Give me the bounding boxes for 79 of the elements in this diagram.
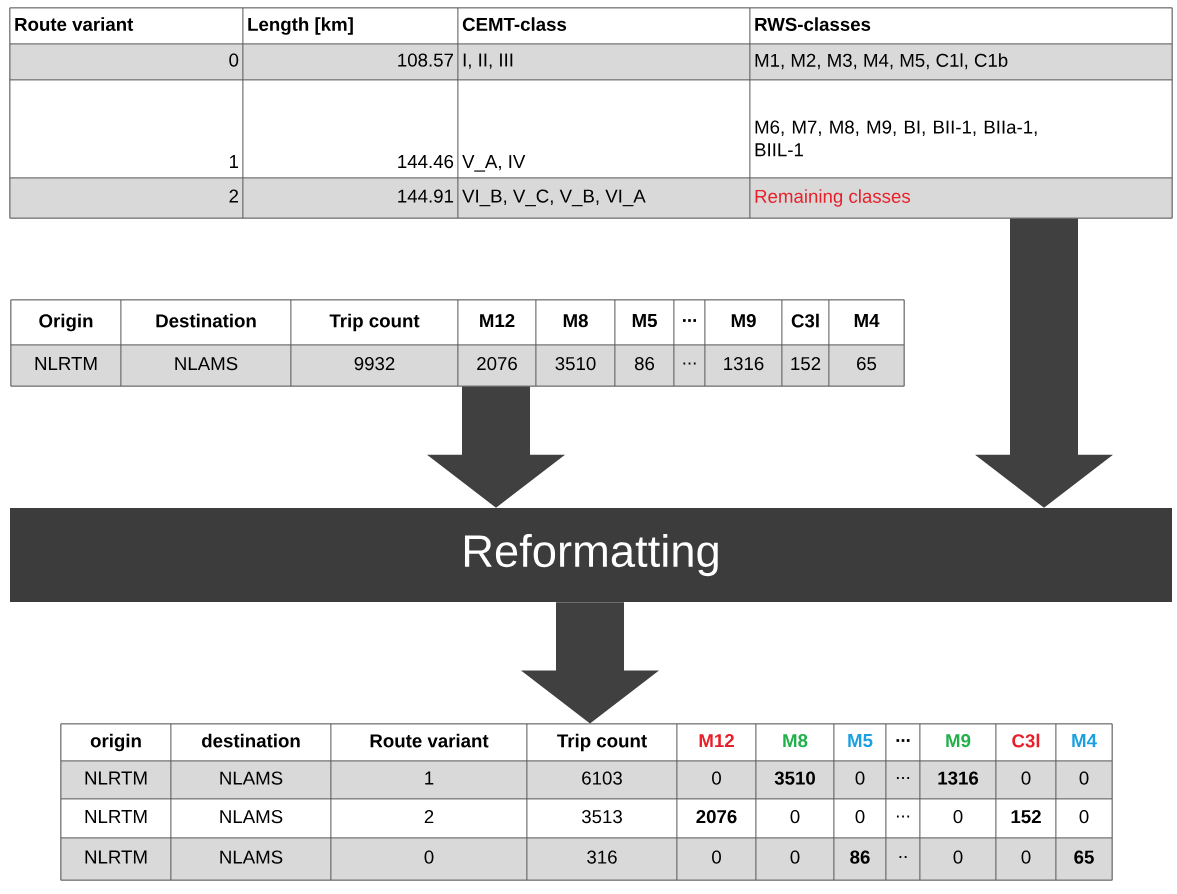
table-cell: NLRTM [60, 837, 172, 881]
header-cell: Length [km] [242, 7, 459, 45]
table-cell: NLAMS [170, 798, 332, 839]
table-cell: 2 [9, 177, 244, 219]
table-cell: 1 [9, 79, 244, 179]
table-cell: 144.91 [242, 177, 459, 219]
table-cell: 0 [330, 837, 528, 881]
table-cell: 0 [833, 798, 887, 839]
data-table [9, 7, 1173, 219]
block-arrow [521, 602, 659, 724]
header-cell: C3l [781, 299, 830, 346]
block-arrow [975, 218, 1113, 508]
header-cell: M5 [833, 723, 887, 762]
header-cell: RWS-classes [749, 7, 1173, 45]
table-cell: 0 [995, 760, 1057, 800]
header-cell: destination [170, 723, 332, 762]
header-cell: M4 [1055, 723, 1113, 762]
header-cell: ... [673, 299, 706, 346]
header-cell: M12 [457, 299, 537, 346]
table-cell: 3510 [755, 760, 835, 800]
header-cell: M12 [676, 723, 757, 762]
table-cell: 2 [330, 798, 528, 839]
table-cell: Remaining classes [749, 177, 1173, 219]
table-cell: 0 [755, 837, 835, 881]
table-cell: V_A, IV [457, 79, 751, 179]
table-cell: .. [885, 837, 921, 881]
table-cell: NLAMS [170, 837, 332, 881]
header-cell: Route variant [9, 7, 244, 45]
data-table [60, 723, 1113, 881]
table-cell: 316 [526, 837, 678, 881]
header-cell: Trip count [526, 723, 678, 762]
table-cell: 108.57 [242, 43, 459, 81]
table-cell: 0 [755, 798, 835, 839]
table-cell: I, II, III [457, 43, 751, 81]
table-cell: 0 [676, 760, 757, 800]
table-cell: 65 [1055, 837, 1113, 881]
table-cell: 2076 [676, 798, 757, 839]
table-cell: 65 [828, 344, 905, 387]
table-cell: 0 [833, 760, 887, 800]
table-cell: 86 [614, 344, 675, 387]
table-cell: ... [885, 760, 921, 800]
table-cell: NLRTM [60, 798, 172, 839]
table-cell: 0 [676, 837, 757, 881]
table-cell: 0 [9, 43, 244, 81]
table-cell: 86 [833, 837, 887, 881]
table-cell: M1, M2, M3, M4, M5, C1l, C1b [749, 43, 1173, 81]
header-cell: M4 [828, 299, 905, 346]
header-cell: origin [60, 723, 172, 762]
table-cell: ... [885, 798, 921, 839]
block-arrow [427, 386, 565, 508]
table-cell: 152 [781, 344, 830, 387]
table-cell: NLAMS [170, 760, 332, 800]
table-cell: NLAMS [120, 344, 292, 387]
table-cell: 1 [330, 760, 528, 800]
header-cell: M8 [535, 299, 616, 346]
header-cell: C3l [995, 723, 1057, 762]
table-cell: M6, M7, M8, M9, BI, BII-1, BIIa-1, BIIL-1 [749, 79, 1173, 179]
table-cell: 3513 [526, 798, 678, 839]
table-cell: VI_B, V_C, V_B, VI_A [457, 177, 751, 219]
header-cell: ... [885, 723, 921, 762]
header-cell: CEMT-class [457, 7, 751, 45]
process-bar: Reformatting [10, 508, 1172, 602]
table-cell: NLRTM [10, 344, 122, 387]
table-cell: 2076 [457, 344, 537, 387]
data-table [10, 299, 905, 387]
header-cell: M8 [755, 723, 835, 762]
table-cell: 0 [1055, 798, 1113, 839]
table-cell: NLRTM [60, 760, 172, 800]
table-cell: 3510 [535, 344, 616, 387]
header-cell: M5 [614, 299, 675, 346]
table-cell: 0 [995, 837, 1057, 881]
table-cell: 6103 [526, 760, 678, 800]
table-cell: ... [673, 344, 706, 387]
header-cell: Origin [10, 299, 122, 346]
table-cell: 144.46 [242, 79, 459, 179]
header-cell: Route variant [330, 723, 528, 762]
table-cell: 0 [1055, 760, 1113, 800]
table-cell: 152 [995, 798, 1057, 839]
header-cell: Destination [120, 299, 292, 346]
